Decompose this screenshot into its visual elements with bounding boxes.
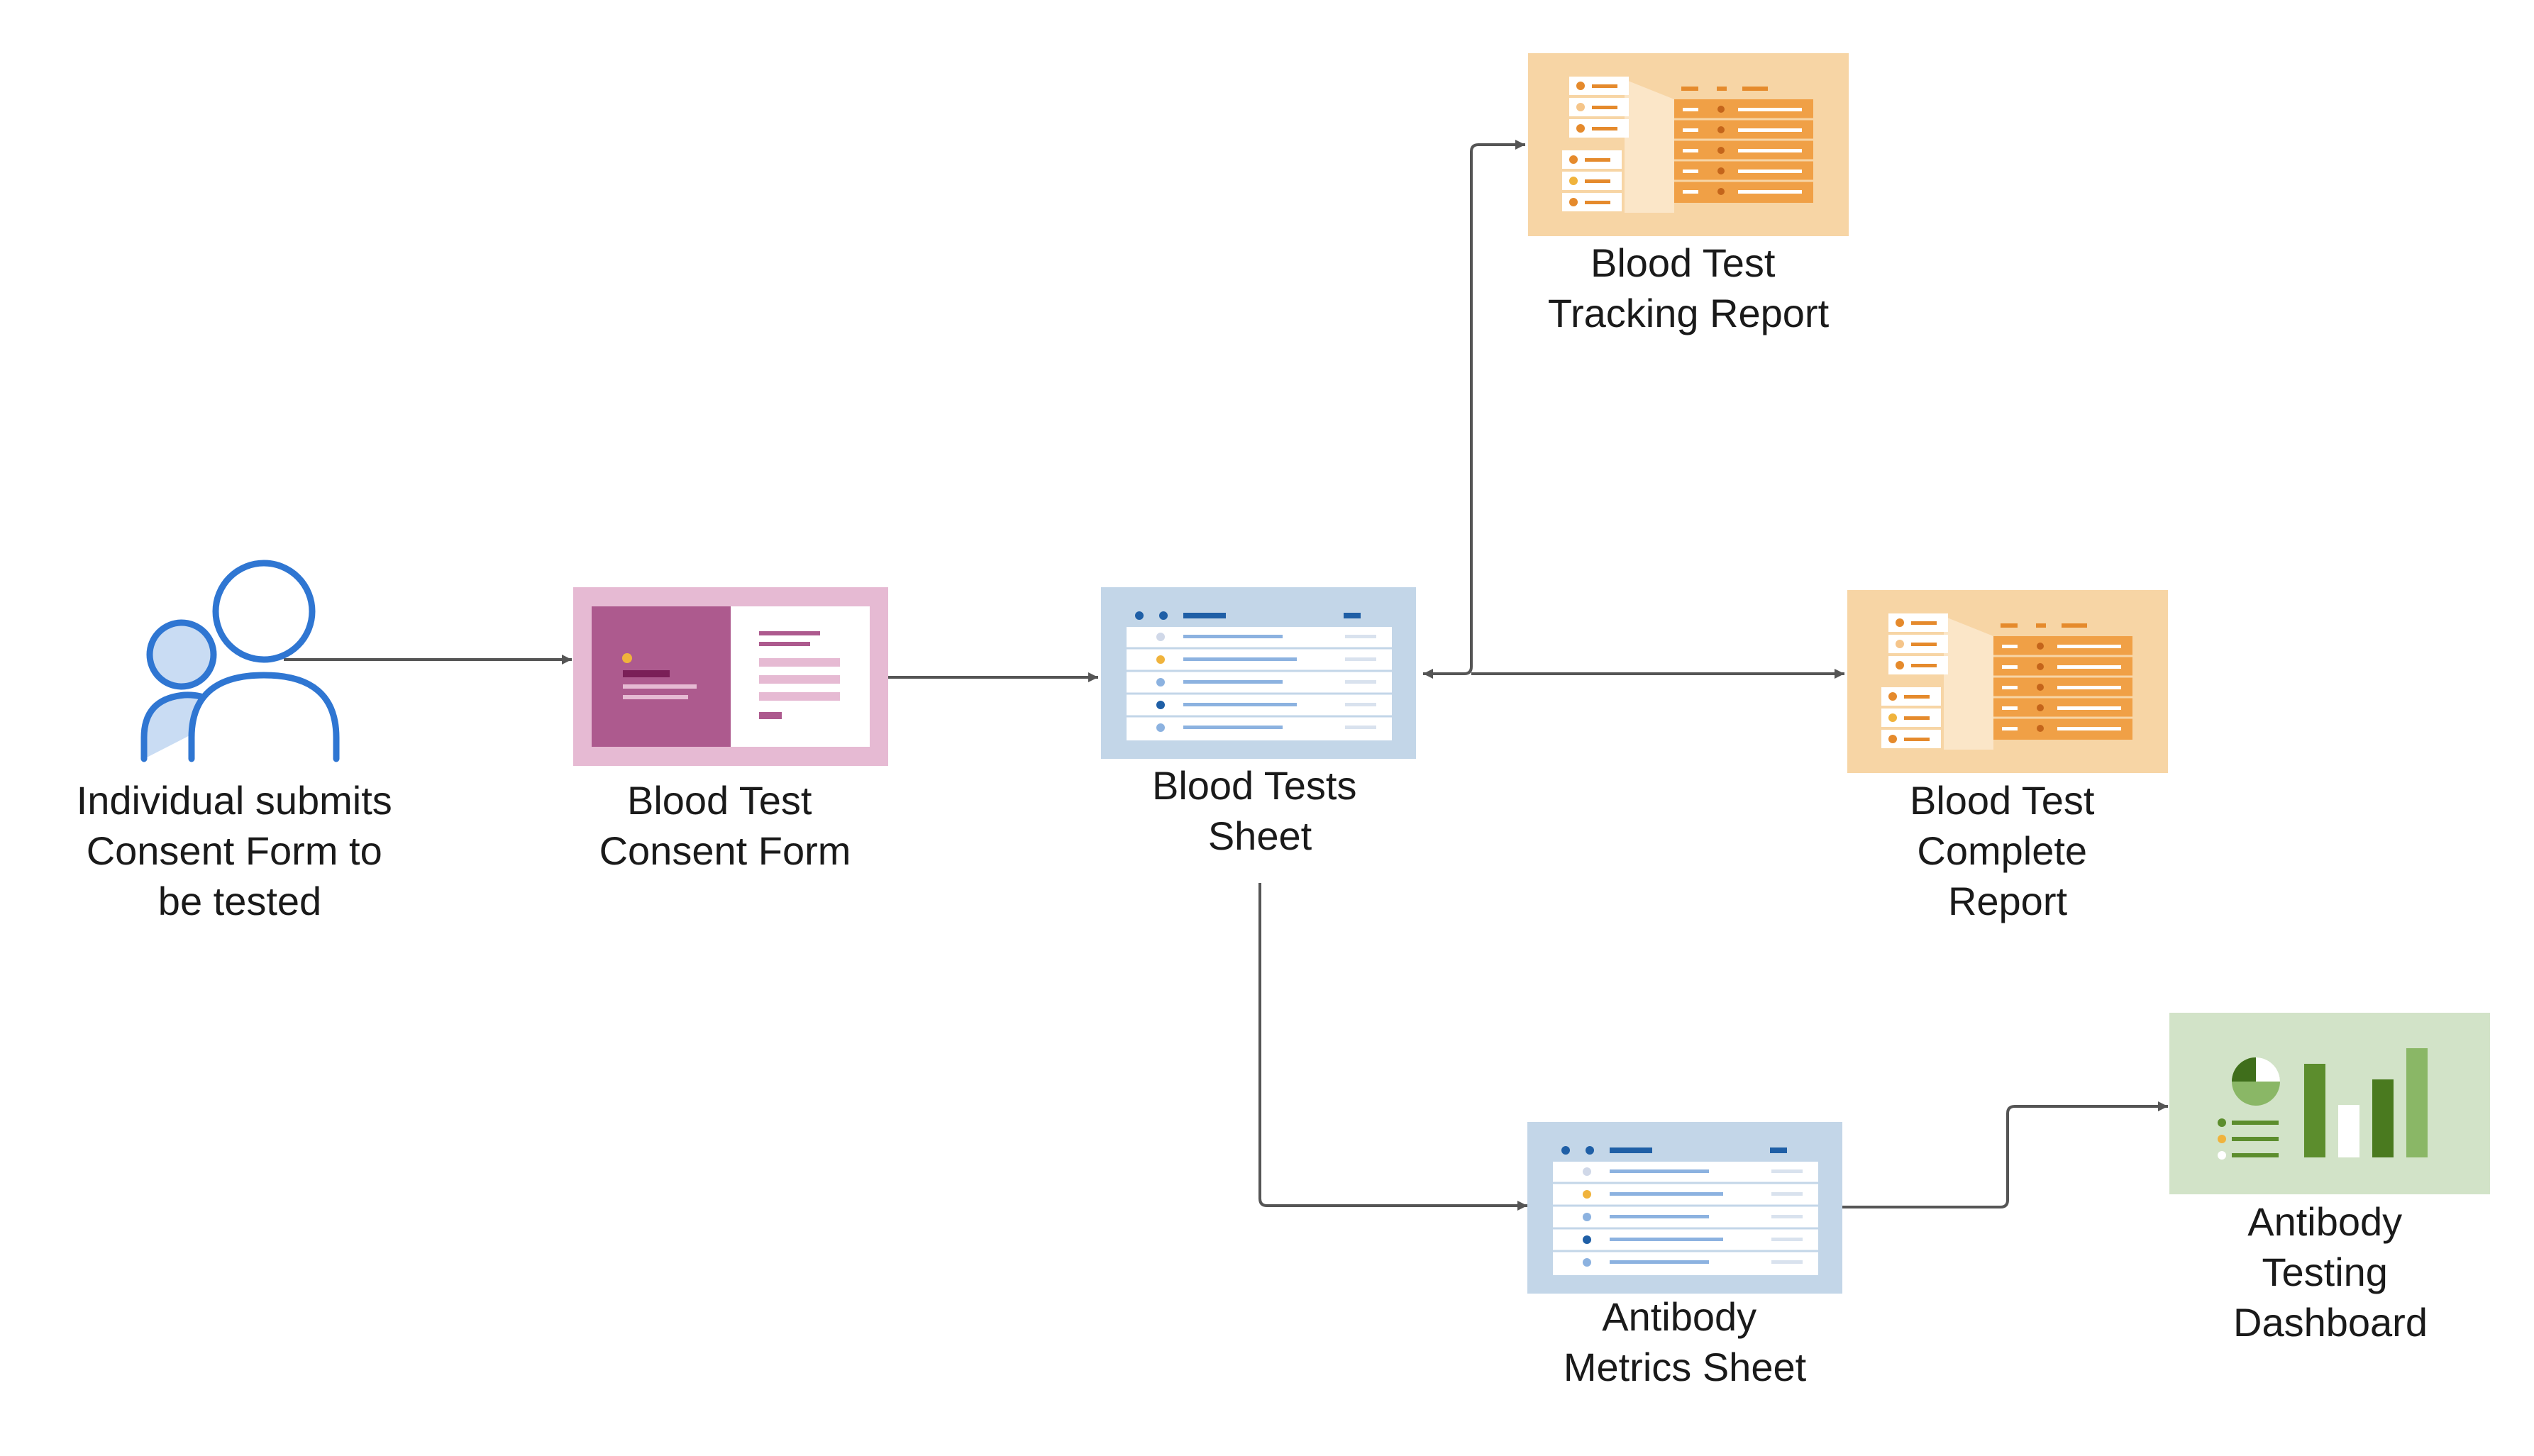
- complete-report-icon: [1847, 590, 2168, 773]
- antibody-metrics-sheet-icon: [1527, 1122, 1842, 1294]
- arrow-sheet-to-tracking: [1423, 140, 1525, 679]
- tracking-report-icon: [1528, 53, 1849, 236]
- arrow-sheet-to-antibody: [1258, 883, 1527, 1211]
- antibody-dashboard-icon: [2169, 1013, 2490, 1194]
- users-icon: [140, 560, 340, 762]
- antibody-metrics-sheet-label: Antibody Metrics Sheet: [1564, 1294, 1807, 1389]
- individual-label: Individual submits Consent Form to be te…: [77, 778, 404, 923]
- consent-form-icon: [573, 587, 888, 766]
- arrow-antibody-to-dashboard: [1842, 1101, 2168, 1208]
- sheet-rows: [1127, 633, 1392, 732]
- tracking-report-label: Blood Test Tracking Report: [1548, 240, 1830, 335]
- blood-tests-sheet-label: Blood Tests Sheet: [1152, 763, 1368, 858]
- blood-tests-sheet-icon: [1101, 587, 1416, 759]
- consent-form-label: Blood Test Consent Form: [599, 778, 851, 873]
- complete-report-label: Blood Test Complete Report: [1910, 778, 2106, 923]
- connectors: [284, 140, 2168, 1211]
- antibody-dashboard-label: Antibody Testing Dashboard: [2233, 1199, 2428, 1345]
